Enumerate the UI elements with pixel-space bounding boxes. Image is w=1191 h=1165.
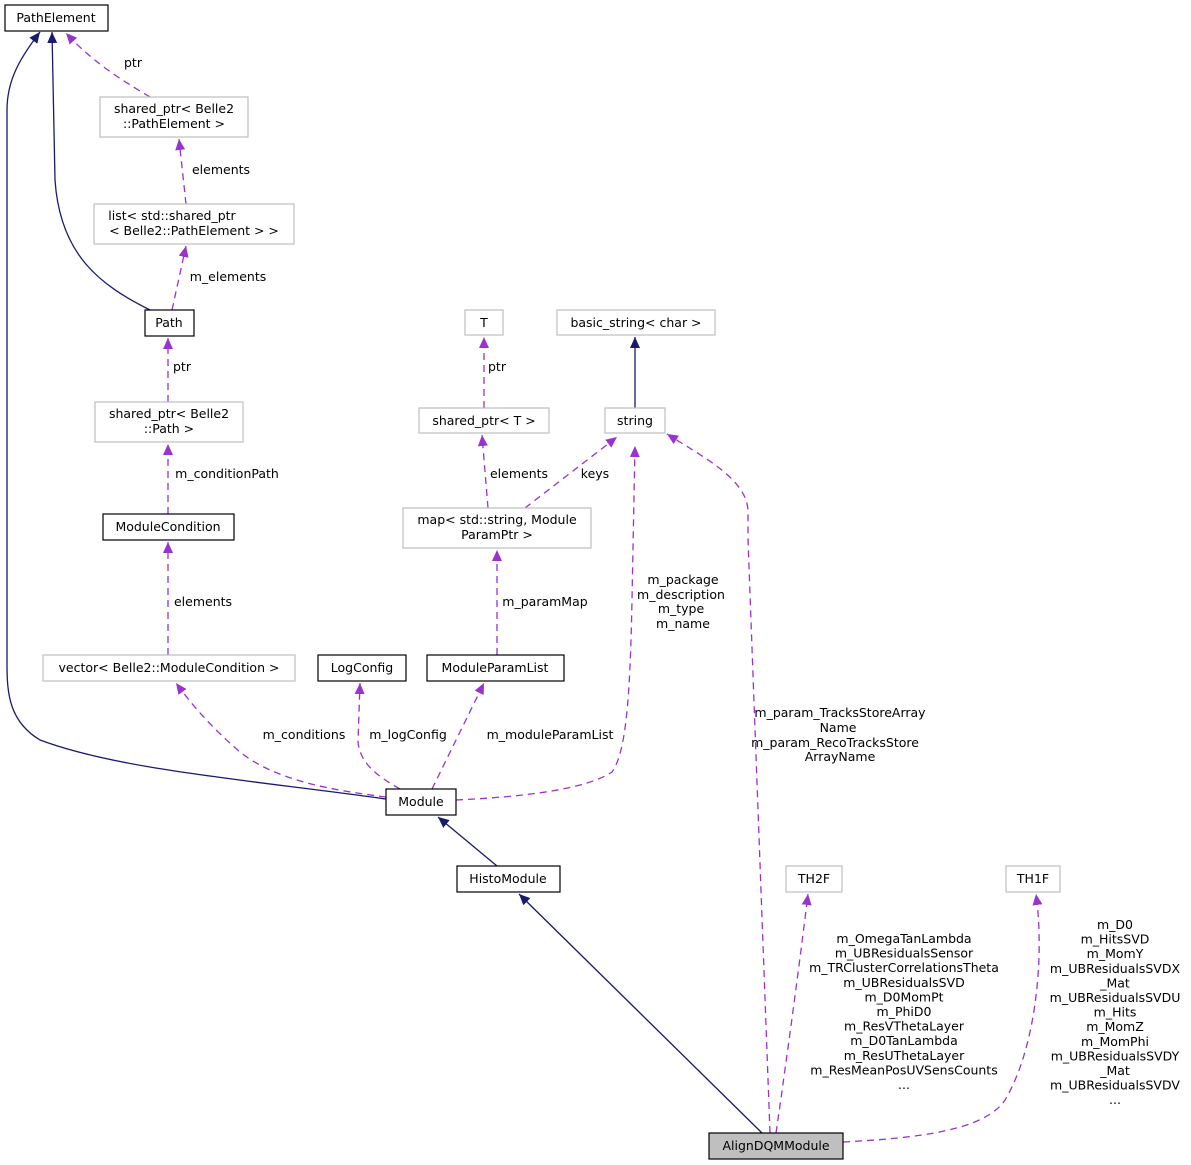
- node-t[interactable]: T: [464, 309, 504, 336]
- node-label: basic_string< char >: [570, 315, 701, 330]
- edge-label-line: ...: [898, 1077, 910, 1092]
- edge-aligndqm-to-histomodule: [518, 893, 763, 1134]
- edge-label-line: m_D0MomPt: [864, 989, 943, 1004]
- node-label: shared_ptr< Belle2::PathElement >: [114, 101, 234, 131]
- edge-label-line: m_UBResidualsSVD: [843, 975, 965, 990]
- edge-label-line: m_MomZ: [1086, 1019, 1144, 1034]
- edge-label-m-moduleparamlist: m_moduleParamList: [487, 727, 614, 742]
- edge-label-line: m_UBResidualsSVDX: [1050, 961, 1181, 976]
- edge-histomodule-to-module: [437, 816, 498, 867]
- edge-module-to-pathelement: [6, 31, 387, 800]
- edge-module-to-vector: [175, 682, 387, 798]
- edge-label-elements: elements: [192, 162, 250, 177]
- node-align-dqm-module[interactable]: AlignDQMModule: [708, 1132, 844, 1160]
- node-label: TH2F: [797, 871, 830, 886]
- node-basic-string[interactable]: basic_string< char >: [556, 309, 716, 336]
- edge-label-line: m_UBResidualsSensor: [835, 946, 974, 961]
- edge-label-line: m_D0: [1097, 917, 1133, 932]
- edge-label-line: m_TRClusterCorrelationsTheta: [809, 960, 999, 975]
- node-log-config[interactable]: LogConfig: [317, 654, 407, 682]
- node-module[interactable]: Module: [385, 788, 457, 816]
- edge-label-ptr: ptr: [173, 359, 192, 374]
- node-label: ModuleParamList: [442, 660, 549, 675]
- node-th2f[interactable]: TH2F: [785, 865, 843, 893]
- node-label: shared_ptr< Belle2::Path >: [109, 406, 229, 436]
- edge-label-m-conditionpath: m_conditionPath: [175, 466, 279, 481]
- node-label: AlignDQMModule: [722, 1138, 829, 1153]
- edge-label-line: m_UBResidualsSVDU: [1050, 990, 1181, 1005]
- node-label: Module: [398, 794, 444, 809]
- edge-label-line: m_Hits: [1094, 1005, 1137, 1020]
- edge-label-ptr: ptr: [488, 359, 507, 374]
- edge-label-keys: keys: [581, 466, 609, 481]
- node-label: vector< Belle2::ModuleCondition >: [59, 660, 280, 675]
- edge-label-ptr: ptr: [124, 55, 143, 70]
- edge-label-m-conditions: m_conditions: [263, 727, 346, 742]
- node-label: string: [617, 413, 653, 428]
- node-label: T: [479, 315, 488, 330]
- edge-module-to-string: [455, 445, 640, 801]
- node-label: PathElement: [16, 10, 95, 25]
- edge-aligndqm-to-string: [666, 433, 771, 1134]
- node-label: TH1F: [1016, 871, 1049, 886]
- edge-label-line: m_MomY: [1087, 946, 1144, 961]
- node-module-condition[interactable]: ModuleCondition: [102, 513, 235, 541]
- node-path[interactable]: Path: [144, 309, 195, 337]
- edge-label-m-elements: m_elements: [190, 269, 266, 284]
- edge-label-m-logconfig: m_logConfig: [369, 727, 447, 742]
- edge-label-elements: elements: [174, 594, 232, 609]
- node-label: ModuleCondition: [115, 519, 220, 534]
- edge-label-line: _Mat: [1099, 975, 1130, 990]
- node-th1f[interactable]: TH1F: [1005, 865, 1061, 893]
- node-shared-ptr-pathelement[interactable]: shared_ptr< Belle2::PathElement >: [99, 96, 249, 138]
- edge-label-line: m_UBResidualsSVDV: [1050, 1078, 1180, 1093]
- node-string[interactable]: string: [604, 407, 666, 434]
- edge-label-elements: elements: [490, 466, 548, 481]
- node-label: HistoModule: [469, 871, 547, 886]
- edge-label-m-parammap: m_paramMap: [502, 594, 587, 609]
- edge-aligndqm-to-th1f: [842, 893, 1043, 1143]
- edge-path-to-list: [171, 245, 189, 311]
- node-vector-condition[interactable]: vector< Belle2::ModuleCondition >: [42, 654, 296, 682]
- edge-label-line: m_D0TanLambda: [850, 1033, 957, 1048]
- node-pathelement[interactable]: PathElement: [4, 4, 109, 32]
- node-shared-ptr-t[interactable]: shared_ptr< T >: [418, 407, 550, 434]
- node-label: shared_ptr< T >: [432, 413, 535, 428]
- edge-label-line: m_PhiD0: [877, 1004, 932, 1019]
- node-label: Path: [155, 315, 182, 330]
- node-module-param-list[interactable]: ModuleParamList: [426, 654, 565, 682]
- edge-module-to-moduleparamlist: [431, 682, 485, 790]
- edge-label-line: m_UBResidualsSVDY: [1051, 1048, 1180, 1063]
- node-list-shared-ptr[interactable]: list< std::shared_ptr< Belle2::PathEleme…: [93, 203, 295, 245]
- edge-label-line: m_HitsSVD: [1081, 932, 1150, 947]
- edge-label-line: ...: [1109, 1092, 1121, 1107]
- node-histo-module[interactable]: HistoModule: [456, 865, 561, 893]
- edge-map-to-string: [524, 436, 618, 509]
- edge-label-line: _Mat: [1099, 1063, 1130, 1078]
- edge-map-to-sharedptrt: [477, 434, 489, 509]
- node-label: LogConfig: [331, 660, 393, 675]
- edge-label-align-strings: m_param_TracksStoreArray Name m_param_Re…: [751, 705, 930, 764]
- edge-label-line: m_OmegaTanLambda: [836, 931, 971, 946]
- edge-aligndqm-to-th2f: [775, 893, 812, 1134]
- edge-list-to-sharedptr: [175, 138, 187, 205]
- edge-label-line: m_ResVThetaLayer: [844, 1019, 965, 1034]
- edge-labels: ptr elements m_elements ptr m_conditionP…: [124, 55, 1180, 1107]
- edge-path-to-pathelement: [47, 31, 151, 311]
- edge-label-line: m_ResUThetaLayer: [844, 1048, 965, 1063]
- edges: [6, 31, 1043, 1143]
- node-label: list< std::shared_ptr< Belle2::PathEleme…: [108, 208, 279, 238]
- edge-label-module-strings: m_package m_description m_type m_name: [637, 572, 729, 631]
- edge-label-line: m_ResMeanPosUVSensCounts: [810, 1062, 997, 1077]
- edge-label-line: m_MomPhi: [1081, 1034, 1149, 1049]
- edge-module-to-logconfig: [354, 682, 401, 790]
- node-shared-ptr-path[interactable]: shared_ptr< Belle2::Path >: [94, 401, 244, 443]
